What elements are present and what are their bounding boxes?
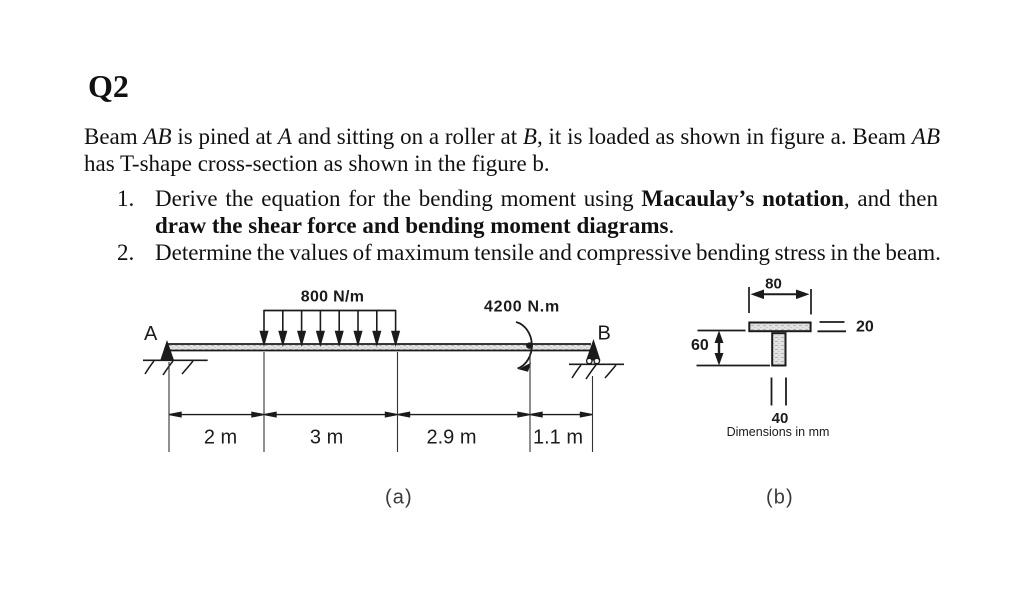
svg-text:A: A: [144, 323, 158, 345]
svg-text:2.9 m: 2.9 m: [426, 427, 476, 449]
svg-text:B: B: [598, 323, 611, 345]
svg-text:60: 60: [691, 337, 709, 354]
svg-text:4200 N.m: 4200 N.m: [484, 299, 560, 316]
svg-text:20: 20: [856, 319, 874, 336]
svg-text:40: 40: [772, 410, 789, 427]
svg-text:80: 80: [765, 276, 782, 293]
svg-text:(a): (a): [385, 487, 413, 509]
svg-text:1.1 m: 1.1 m: [533, 427, 583, 449]
svg-text:2 m: 2 m: [204, 427, 237, 449]
svg-text:3 m: 3 m: [310, 427, 343, 449]
svg-text:Dimensions in mm: Dimensions in mm: [727, 425, 830, 439]
svg-text:800 N/m: 800 N/m: [301, 289, 364, 306]
svg-text:(b): (b): [766, 487, 794, 509]
